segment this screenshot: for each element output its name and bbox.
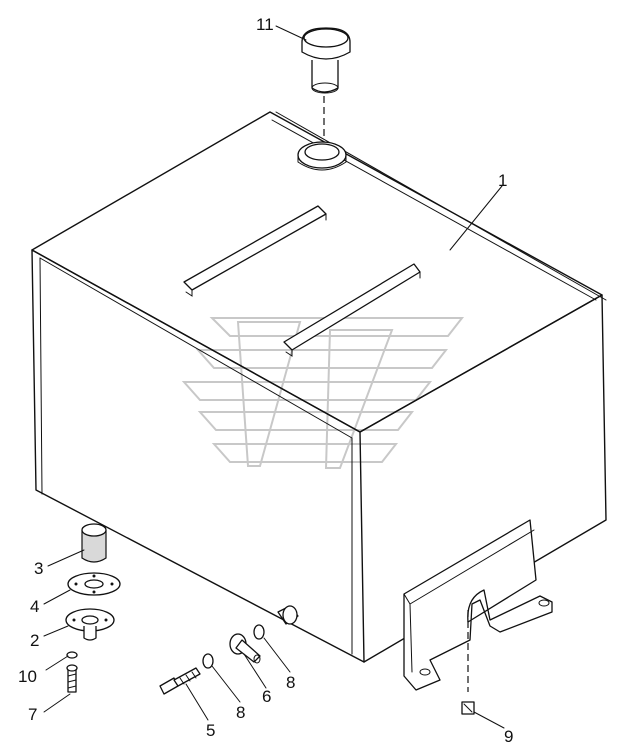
washer-10 <box>66 651 78 659</box>
mounting-bracket <box>403 519 553 691</box>
leader-5 <box>185 683 209 721</box>
filler-neck <box>297 141 347 171</box>
bolt-5 <box>159 667 201 695</box>
plug-3 <box>81 523 107 563</box>
leader-8-left <box>211 665 241 703</box>
callout-10: 10 <box>18 667 37 686</box>
callout-4: 4 <box>30 597 39 616</box>
callout-1: 1 <box>498 171 507 190</box>
fuel-tank <box>31 111 607 663</box>
callouts: 11 1 3 4 2 10 7 5 8 6 8 9 <box>18 15 513 746</box>
banjo-fitting <box>229 633 261 664</box>
leader-4 <box>43 589 71 605</box>
watermark-logo <box>181 317 465 469</box>
callout-6: 6 <box>262 687 271 706</box>
bolt-9 <box>461 701 475 715</box>
washer-8-right <box>253 624 265 640</box>
tank-front-face <box>31 249 365 663</box>
tank-straps <box>183 205 421 357</box>
callout-3: 3 <box>34 559 43 578</box>
callout-8-left: 8 <box>236 703 245 722</box>
callout-9: 9 <box>504 727 513 746</box>
callout-11: 11 <box>256 15 274 34</box>
filler-cap <box>301 27 351 94</box>
washer-8-left <box>202 653 214 669</box>
strap-lower <box>283 263 421 351</box>
leader-3 <box>47 549 85 567</box>
leader-11 <box>275 25 307 41</box>
leader-7 <box>43 693 71 713</box>
screw-7 <box>66 664 78 693</box>
callout-8-right: 8 <box>286 673 295 692</box>
callout-2: 2 <box>30 631 39 650</box>
flange-2 <box>65 608 115 641</box>
leader-1 <box>449 185 503 251</box>
strap-upper <box>183 205 327 291</box>
callout-7: 7 <box>28 705 37 724</box>
leader-9 <box>473 711 505 729</box>
leader-10 <box>45 655 69 671</box>
leader-lines <box>43 25 505 729</box>
callout-5: 5 <box>206 721 215 740</box>
gasket-4 <box>67 572 121 596</box>
leader-6 <box>243 653 267 689</box>
drain-boss <box>277 605 299 625</box>
leader-8-right <box>263 637 291 673</box>
leader-2 <box>43 625 69 637</box>
